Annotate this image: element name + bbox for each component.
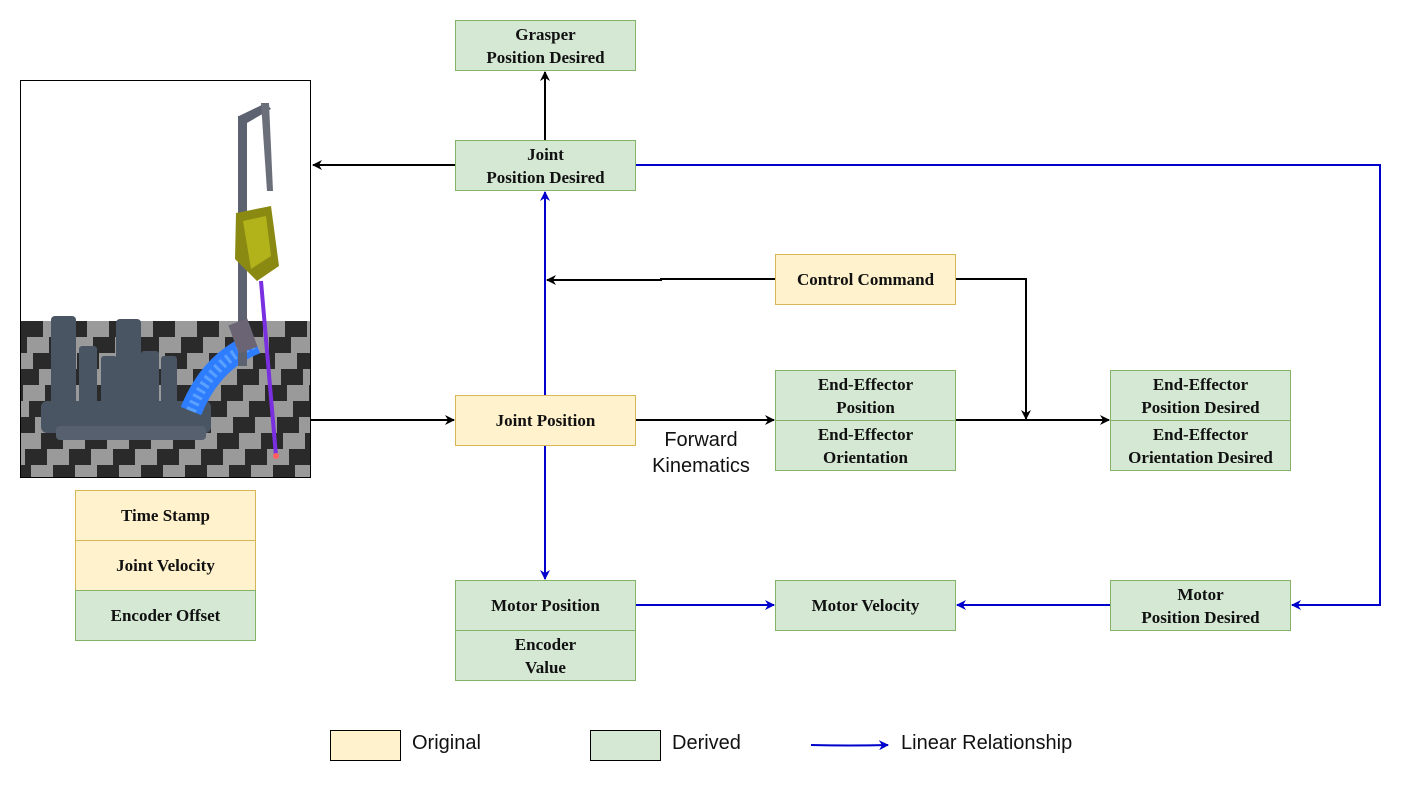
node-ee-position-desired: End-Effector Position Desired [1110,370,1291,421]
node-motor-position: Motor Position [455,580,636,631]
legend-original-swatch [330,730,401,761]
node-motor-position-desired: Motor Position Desired [1110,580,1291,631]
node-ee-position: End-Effector Position [775,370,956,421]
node-joint-position: Joint Position [455,395,636,446]
node-grasper-position-desired: Grasper Position Desired [455,20,636,71]
node-ee-orientation: End-Effector Orientation [775,420,956,471]
node-motor-velocity: Motor Velocity [775,580,956,631]
linear-jpd-to-motor-desired [635,164,1381,610]
node-encoder-offset: Encoder Offset [75,590,256,641]
arrow-control-to-joint-line [546,275,775,285]
legend-original-label: Original [412,732,481,754]
node-encoder-value: Encoder Value [455,630,636,681]
legend-derived-swatch [590,730,661,761]
legend-linear-arrow [810,740,889,751]
legend-linear-label: Linear Relationship [901,732,1073,754]
node-ee-orientation-desired: End-Effector Orientation Desired [1110,420,1291,471]
node-joint-velocity: Joint Velocity [75,540,256,591]
label-forward-kinematics: Forward Kinematics [652,429,750,477]
node-joint-position-desired: Joint Position Desired [455,140,636,191]
arrow-control-to-ee-desired [956,278,1031,420]
legend-derived-label: Derived [672,732,741,754]
robot-render-image [20,80,311,478]
node-control-command: Control Command [775,254,956,305]
node-time-stamp: Time Stamp [75,490,256,541]
